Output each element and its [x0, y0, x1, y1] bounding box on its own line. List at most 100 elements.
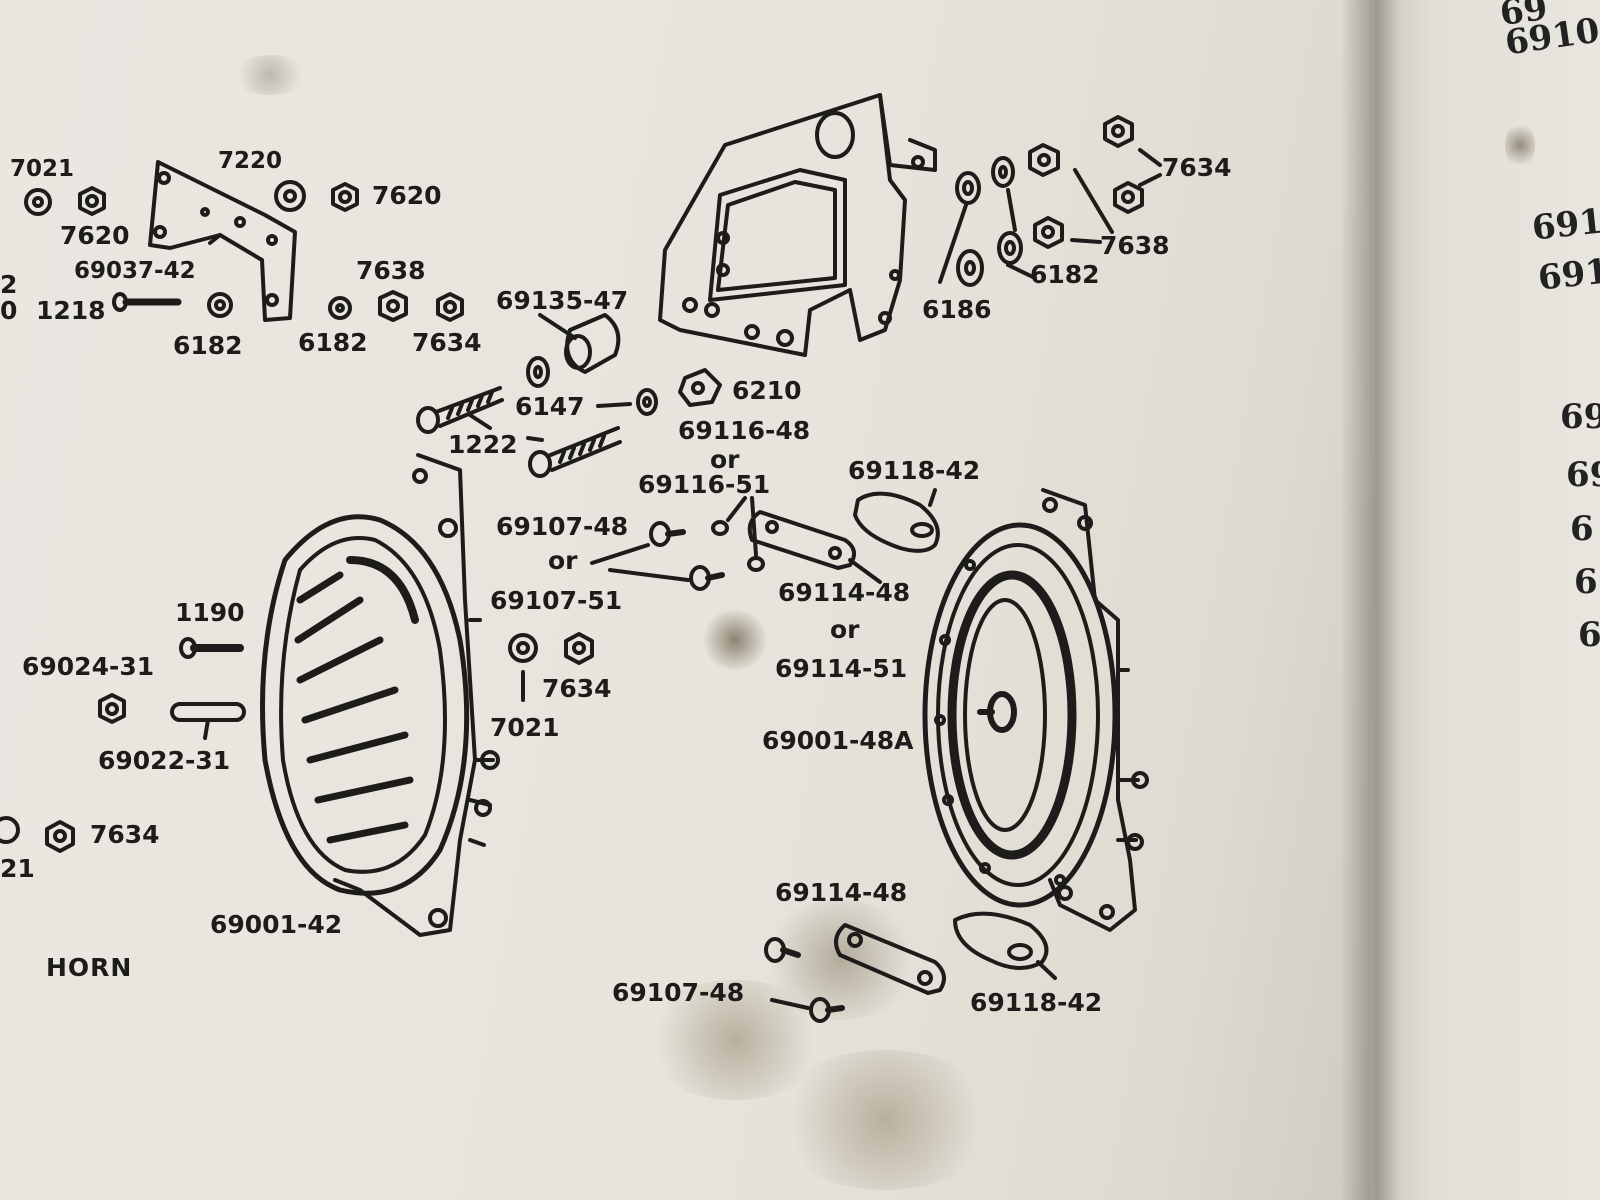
right-page [1375, 0, 1600, 1200]
screw-1190-icon [179, 637, 244, 659]
lockwasher-7220-icon [274, 180, 306, 212]
part-label: 69114-51 [775, 654, 908, 683]
part-label: 1218 [36, 296, 106, 325]
part-label: 6147 [515, 392, 585, 421]
part-label: 7620 [372, 181, 442, 210]
part-label: 7634 [90, 820, 160, 849]
screw-69107-48-icon [649, 521, 686, 547]
right-page-fragment: 691 [1530, 201, 1600, 249]
plate-69114-48-icon [747, 510, 856, 570]
gasket-69118-42-icon [953, 911, 1049, 970]
washer-6147-icon [636, 388, 658, 416]
nut-69024-31-icon [98, 693, 126, 724]
part-label: 69022-31 [98, 746, 231, 775]
nut-7638-icon [1028, 143, 1060, 177]
horn-69001-48A-icon [922, 488, 1149, 932]
part-label: 7021 [10, 156, 75, 182]
stain [770, 1050, 1000, 1190]
part-label: 69107-48 [496, 512, 629, 541]
bracket-69037-42-icon [148, 160, 297, 322]
nut-69116-icon [711, 520, 765, 572]
book-gutter [1340, 0, 1400, 1200]
part-label: 69135-47 [496, 286, 629, 315]
screw-69107-48-icon [809, 997, 845, 1023]
plate-69114-48-icon [834, 923, 946, 995]
stain [230, 55, 310, 95]
gasket-69118-42-icon [853, 491, 940, 553]
stain [760, 900, 920, 1020]
part-label: 69114-48 [778, 578, 911, 607]
nut-7638-icon [378, 290, 408, 322]
screw-69107-48-icon [764, 937, 801, 963]
nut-6210-icon [678, 368, 722, 407]
washer-6182-icon [328, 296, 352, 320]
washer-6186-icon [955, 171, 981, 205]
nut-7634-icon [564, 632, 594, 665]
part-label: or [830, 615, 860, 644]
part-label: 7220 [218, 148, 283, 174]
part-label: 6182 [1030, 260, 1100, 289]
part-label: 6210 [732, 376, 802, 405]
washer-6182-icon [997, 231, 1023, 265]
part-label: 69107-48 [612, 978, 745, 1007]
part-label: 6186 [922, 295, 992, 324]
stain [640, 980, 830, 1100]
part-label: or [710, 445, 740, 474]
part-label: 69114-48 [775, 878, 908, 907]
part-label: 7021 [490, 713, 560, 742]
bolt-1218-icon [112, 292, 182, 312]
part-label: 7634 [1162, 153, 1232, 182]
part-label: 7638 [1100, 231, 1170, 260]
part-label: 1190 [175, 598, 245, 627]
right-page-fragment: 691 [1536, 251, 1600, 299]
part-label: 0 [0, 296, 18, 325]
stain [1505, 120, 1535, 170]
washer-6186-icon [956, 249, 984, 287]
part-label: 2 [0, 270, 18, 299]
part-label: 69116-51 [638, 470, 771, 499]
part-label: 7634 [412, 328, 482, 357]
part-label: 69118-42 [970, 988, 1103, 1017]
part-label: 1222 [448, 430, 518, 459]
stain [700, 610, 770, 670]
part-label: 21 [0, 854, 35, 883]
right-page-fragment: 6 [1570, 509, 1594, 549]
screw-1222-icon [416, 386, 504, 434]
section-title: HORN [46, 953, 133, 982]
screw-1222-icon [528, 426, 622, 478]
part-label: 7638 [356, 256, 426, 285]
nut-7634-icon [45, 820, 75, 853]
part-label: 6182 [298, 328, 368, 357]
washer-7021-icon [508, 633, 538, 663]
part-label: 69024-31 [22, 652, 155, 681]
horn-69001-42-icon [260, 453, 500, 937]
part-label: 69118-42 [848, 456, 981, 485]
right-page-fragment: 6 [1574, 562, 1598, 602]
part-label: or [548, 546, 578, 575]
right-page-fragment: 69 [1560, 397, 1600, 437]
part-label: 6182 [173, 331, 243, 360]
bushing-69135-47-icon [538, 313, 621, 374]
nut-7634-icon [1113, 181, 1144, 214]
part-label: 69116-48 [678, 416, 811, 445]
part-label: 7634 [542, 674, 612, 703]
part-label: 69107-51 [490, 586, 623, 615]
washer-6147-icon [526, 356, 550, 388]
washer-7021-icon [24, 188, 52, 216]
part-label: 69037-42 [74, 258, 196, 284]
nut-7634-icon [1103, 115, 1134, 148]
nut-7620-icon [78, 186, 106, 216]
screw-69022-31-icon [170, 702, 246, 740]
mounting-bracket-icon [658, 93, 937, 357]
washer-6182-icon [991, 156, 1015, 188]
screw-69107-51-icon [689, 565, 725, 591]
nut-7620-icon [331, 182, 359, 212]
right-page-fragment: 69 [1566, 455, 1600, 495]
washer-icon [0, 816, 20, 844]
nut-7638-icon [1033, 216, 1064, 249]
washer-6182-icon [207, 292, 233, 318]
nut-7634-icon [436, 292, 464, 322]
part-label: 69001-42 [210, 910, 343, 939]
part-label: 69001-48A [762, 726, 914, 755]
